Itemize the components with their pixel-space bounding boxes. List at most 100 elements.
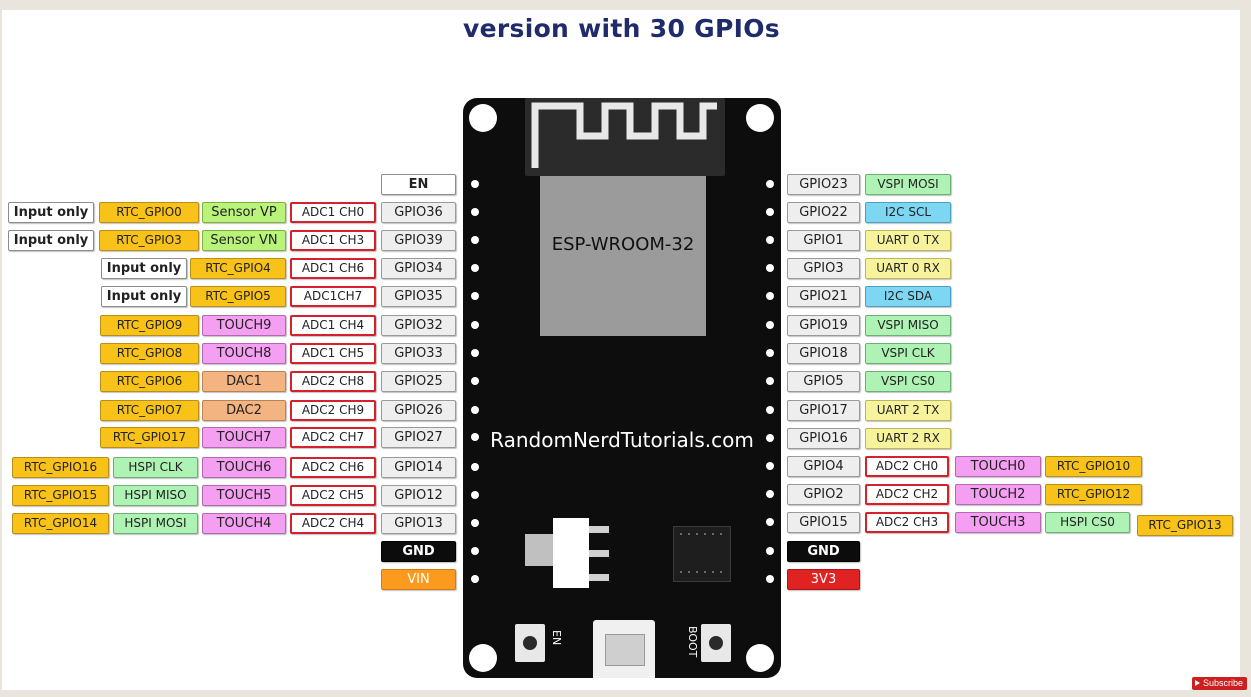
pin-label-gpio35: GPIO35: [381, 286, 456, 307]
antenna-area: [525, 98, 725, 176]
input-only-note: Input only: [101, 286, 187, 307]
touch-label: TOUCH4: [202, 513, 286, 534]
header-pin: [766, 321, 774, 329]
func-label: DAC1: [202, 371, 286, 392]
play-icon: [1195, 680, 1200, 686]
pin-label-gnd: GND: [787, 541, 860, 562]
hspi-label: HSPI MOSI: [113, 513, 198, 534]
func-label: VSPI CLK: [865, 343, 951, 364]
touch-label: TOUCH5: [202, 485, 286, 506]
func-label: TOUCH7: [202, 427, 286, 448]
pin-label-gpio14: GPIO14: [381, 457, 456, 478]
mount-hole-top-left: [469, 104, 497, 132]
en-button-label: EN: [550, 630, 563, 646]
hspi-label: HSPI CLK: [113, 457, 198, 478]
pin-label-vin: VIN: [381, 569, 456, 590]
en-button: [515, 624, 545, 662]
pin-label-gpio22: GPIO22: [787, 202, 860, 223]
regulator-leg: [589, 550, 609, 557]
header-pin: [471, 575, 479, 583]
micro-usb-port: [593, 620, 655, 678]
header-pin: [766, 406, 774, 414]
func-label: I2C SCL: [865, 202, 951, 223]
esp-wroom-32-module: ESP-WROOM-32: [540, 176, 706, 336]
rtc-label: RTC_GPIO8: [100, 343, 199, 364]
adc-label: ADC2 CH0: [865, 456, 949, 477]
header-pin: [471, 349, 479, 357]
adc-label: ADC1CH7: [290, 286, 376, 307]
pin-label-gpio39: GPIO39: [381, 230, 456, 251]
header-pin: [471, 236, 479, 244]
adc-label: ADC1 CH5: [290, 343, 376, 364]
pin-label-gpio17: GPIO17: [787, 400, 860, 421]
touch-label: TOUCH0: [955, 456, 1041, 477]
voltage-regulator: [553, 518, 589, 588]
header-pin: [471, 180, 479, 188]
adc-label: ADC1 CH4: [290, 315, 376, 336]
func-label: UART 2 RX: [865, 428, 951, 449]
adc-label: ADC2 CH6: [290, 457, 376, 478]
header-pin: [471, 377, 479, 385]
pin-label-gpio5: GPIO5: [787, 371, 860, 392]
touch-label: TOUCH3: [955, 512, 1041, 533]
rtc-label: RTC_GPIO14: [12, 513, 109, 534]
pin-label-gpio18: GPIO18: [787, 343, 860, 364]
touch-label: TOUCH2: [955, 484, 1041, 505]
header-pin: [766, 575, 774, 583]
header-pin: [471, 463, 479, 471]
func-label: DAC2: [202, 400, 286, 421]
header-pin: [766, 434, 774, 442]
module-label: ESP-WROOM-32: [551, 234, 695, 255]
adc-label: ADC1 CH6: [290, 258, 376, 279]
voltage-regulator-body: [525, 534, 553, 566]
header-pin: [471, 519, 479, 527]
adc-label: ADC2 CH3: [865, 512, 949, 533]
antenna-trace: [531, 102, 717, 168]
rtc-label: RTC_GPIO5: [190, 286, 286, 307]
mount-hole-top-right: [746, 104, 774, 132]
adc-label: ADC1 CH3: [290, 230, 376, 251]
pin-label-en: EN: [381, 174, 456, 195]
boot-button: [701, 624, 731, 662]
func-label: VSPI CS0: [865, 371, 951, 392]
rtc-label: RTC_GPIO10: [1045, 456, 1142, 477]
input-only-note: Input only: [8, 230, 94, 251]
header-pin: [766, 518, 774, 526]
header-pin: [471, 547, 479, 555]
func-label: VSPI MISO: [865, 315, 951, 336]
regulator-leg: [589, 526, 609, 533]
site-label: RandomNerdTutorials.com: [490, 428, 754, 452]
regulator-leg: [589, 574, 609, 581]
rtc-label: RTC_GPIO13: [1137, 515, 1233, 536]
sensor-label: Sensor VP: [202, 202, 286, 223]
page-title: version with 30 GPIOs: [463, 14, 780, 43]
hspi-label: HSPI CS0: [1045, 512, 1130, 533]
sensor-label: Sensor VN: [202, 230, 286, 251]
header-pin: [471, 292, 479, 300]
rtc-label: RTC_GPIO16: [12, 457, 109, 478]
pin-label-gpio34: GPIO34: [381, 258, 456, 279]
header-pin: [766, 208, 774, 216]
mount-hole-bottom-right: [746, 644, 774, 672]
header-pin: [766, 490, 774, 498]
rtc-label: RTC_GPIO9: [100, 315, 199, 336]
adc-label: ADC2 CH8: [290, 371, 376, 392]
header-pin: [471, 264, 479, 272]
func-label: UART 0 RX: [865, 258, 951, 279]
subscribe-badge[interactable]: Subscribe: [1192, 677, 1248, 690]
rtc-label: RTC_GPIO3: [99, 230, 199, 251]
pin-label-gpio19: GPIO19: [787, 315, 860, 336]
func-label: I2C SDA: [865, 286, 951, 307]
touch-label: TOUCH6: [202, 457, 286, 478]
pin-label-gpio25: GPIO25: [381, 371, 456, 392]
pin-label-gpio13: GPIO13: [381, 513, 456, 534]
pin-label-gpio33: GPIO33: [381, 343, 456, 364]
header-pin: [471, 491, 479, 499]
pin-label-gpio12: GPIO12: [381, 485, 456, 506]
func-label: TOUCH9: [202, 315, 286, 336]
header-pin: [471, 406, 479, 414]
rtc-label: RTC_GPIO7: [100, 400, 199, 421]
pin-label-gpio26: GPIO26: [381, 400, 456, 421]
pin-label-gpio15: GPIO15: [787, 512, 860, 533]
pin-label-gpio23: GPIO23: [787, 174, 860, 195]
